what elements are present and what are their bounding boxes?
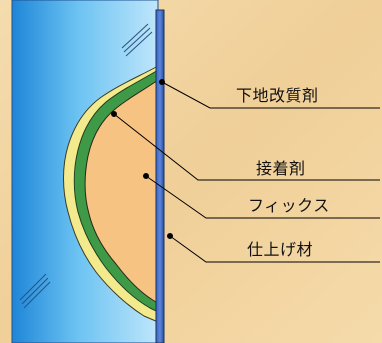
fix-fill-orange xyxy=(84,79,159,306)
glass-reflection-top xyxy=(121,23,153,57)
label-base-treatment: 下地改質剤 xyxy=(236,86,319,105)
leader-line-finish xyxy=(167,233,380,263)
leader-line-fix xyxy=(143,173,380,219)
glass-reflection-bottom xyxy=(19,273,51,309)
label-finish: 仕上げ材 xyxy=(247,240,314,259)
label-fix: フィックス xyxy=(248,196,330,215)
label-adhesive: 接着剤 xyxy=(256,159,306,178)
finish-material-bar xyxy=(155,9,165,343)
leader-line-base-treatment xyxy=(159,79,380,109)
leader-line-adhesive xyxy=(111,111,380,181)
